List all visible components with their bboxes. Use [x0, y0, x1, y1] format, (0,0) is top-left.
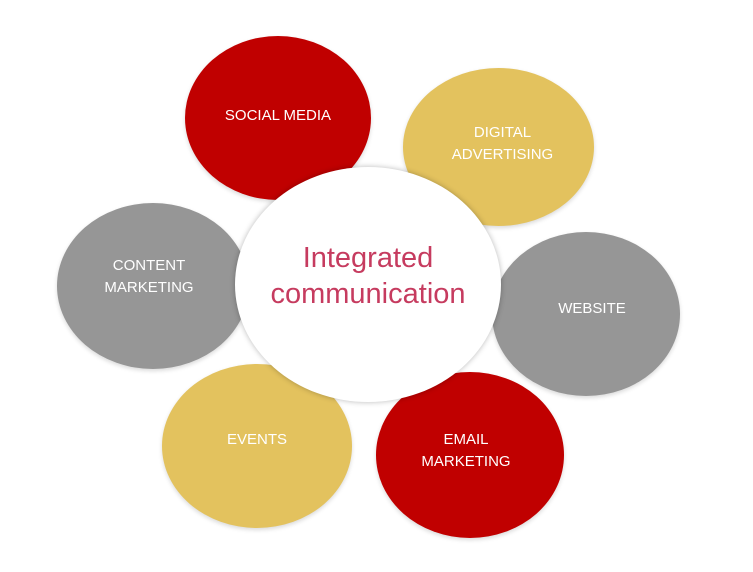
node-content-marketing-label: CONTENT MARKETING — [104, 257, 194, 296]
node-website-label: WEBSITE — [558, 300, 626, 317]
node-social-media-label: SOCIAL MEDIA — [224, 107, 332, 124]
center-node-label: Integrated communication — [270, 241, 466, 310]
node-social-media: SOCIAL MEDIA — [185, 36, 371, 200]
node-email-marketing: EMAIL MARKETING — [376, 372, 564, 538]
node-email-marketing-label: EMAIL MARKETING — [421, 431, 511, 470]
node-content-marketing: CONTENT MARKETING — [57, 203, 249, 369]
node-digital-advertising-label: DIGITAL ADVERTISING — [451, 124, 554, 163]
node-events-label: EVENTS — [226, 431, 287, 448]
node-website: WEBSITE — [492, 232, 680, 396]
node-digital-advertising: DIGITAL ADVERTISING — [403, 68, 594, 226]
center-node: Integrated communication — [235, 167, 501, 402]
